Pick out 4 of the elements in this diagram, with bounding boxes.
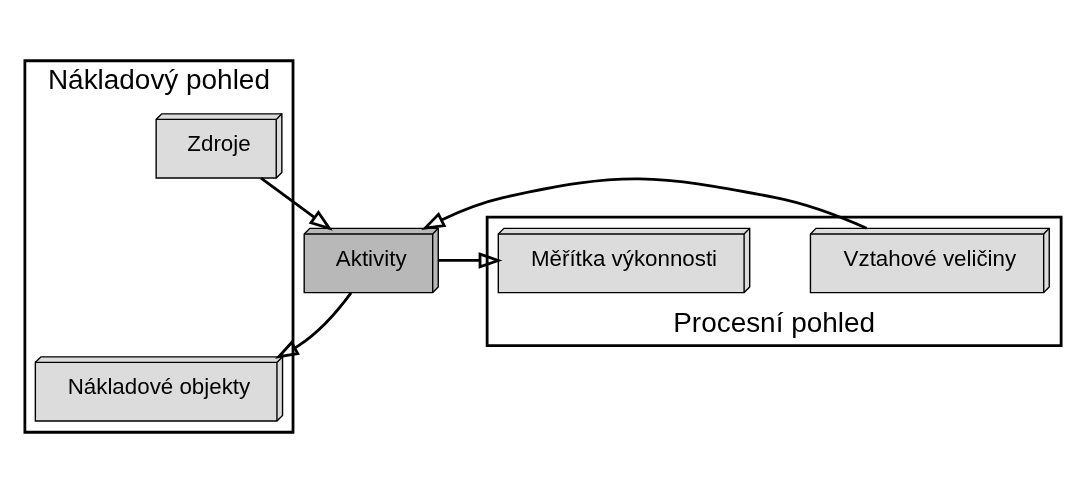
arrow [260,176,333,231]
arrow [275,291,353,359]
arrow [438,251,503,269]
arrow [421,177,868,230]
